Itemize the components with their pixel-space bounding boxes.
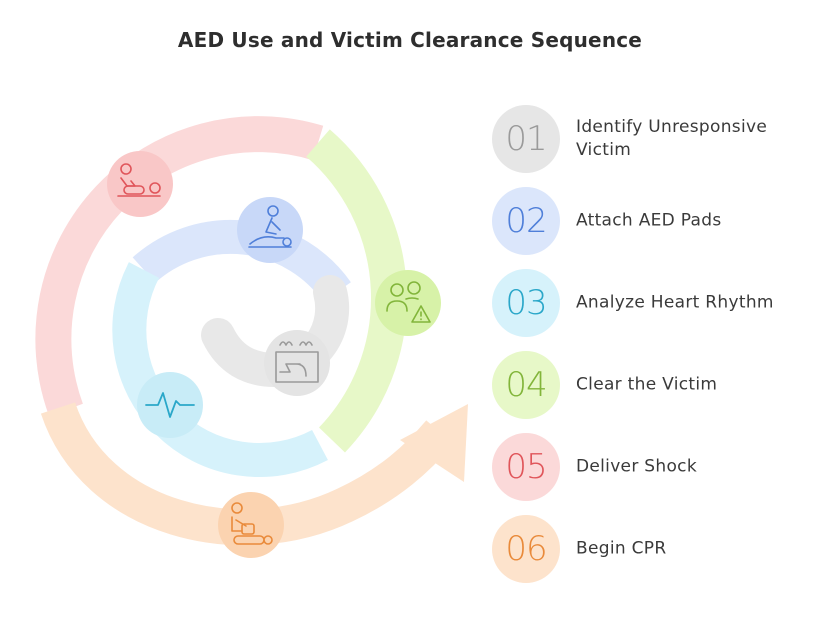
cpr-person-icon <box>237 197 303 263</box>
step-6: 06 Begin CPR <box>492 515 812 583</box>
step-number: 01 <box>492 105 560 173</box>
arc-attach-pads <box>132 219 351 303</box>
diagram-title: AED Use and Victim Clearance Sequence <box>177 28 643 52</box>
cpr-compression-icon <box>218 492 284 558</box>
step-label: Begin CPR <box>576 538 667 559</box>
step-5: 05 Deliver Shock <box>492 433 812 501</box>
step-3: 03 Analyze Heart Rhythm <box>492 269 812 337</box>
heartbeat-icon <box>137 372 203 438</box>
victim-lying-icon <box>107 151 173 217</box>
step-number: 02 <box>492 187 560 255</box>
spiral-diagram <box>35 116 468 558</box>
arc-deliver-shock <box>35 116 324 417</box>
step-1: 01 Identify Unresponsive Victim <box>492 105 812 173</box>
arc-begin-cpr <box>40 401 454 546</box>
step-number: 05 <box>492 433 560 501</box>
aed-device-icon <box>264 330 330 396</box>
arrow-head <box>400 404 468 482</box>
step-label: Deliver Shock <box>576 456 697 477</box>
step-4: 04 Clear the Victim <box>492 351 812 419</box>
people-warning-icon <box>375 270 441 336</box>
step-2: 02 Attach AED Pads <box>492 187 812 255</box>
step-number: 04 <box>492 351 560 419</box>
step-number: 03 <box>492 269 560 337</box>
step-label: Identify Unresponsive Victim <box>576 117 768 160</box>
step-label: Clear the Victim <box>576 374 718 395</box>
step-label: Analyze Heart Rhythm <box>576 292 774 313</box>
step-label: Attach AED Pads <box>576 210 722 231</box>
step-number: 06 <box>492 515 560 583</box>
